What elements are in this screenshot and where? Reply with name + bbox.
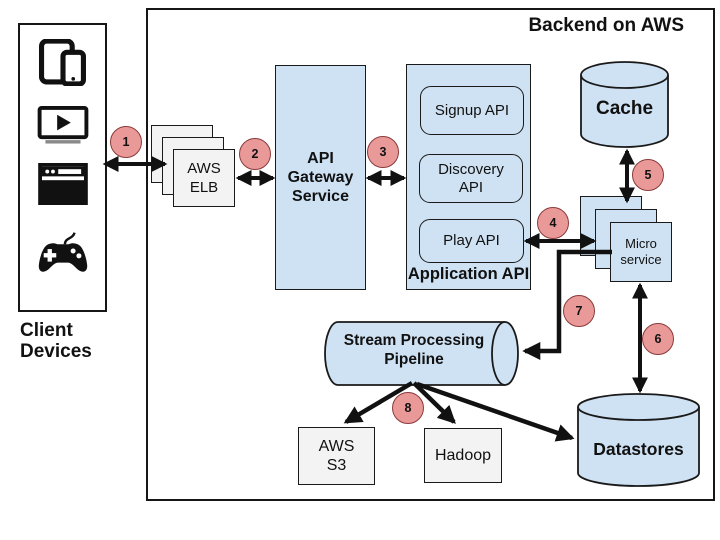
step-badge-6: 6 xyxy=(642,323,674,355)
client-devices-label: Client Devices xyxy=(20,320,92,362)
microservice-node: Micro service xyxy=(610,222,672,282)
step-badge-7: 7 xyxy=(563,295,595,327)
signup-api-node: Signup API xyxy=(420,86,524,135)
pipeline-label: Stream Processing Pipeline xyxy=(343,332,485,368)
datastores-label: Datastores xyxy=(593,439,684,459)
client-devices-box xyxy=(18,23,107,312)
backend-title: Backend on AWS xyxy=(528,15,684,36)
step-badge-3: 3 xyxy=(367,136,399,168)
api-gateway-label: API Gateway Service xyxy=(287,150,354,205)
microservice-label: Micro service xyxy=(620,236,662,267)
elb-label: AWS ELB xyxy=(187,160,221,196)
play-api-node: Play API xyxy=(419,219,524,263)
discovery-api-label: Discovery API xyxy=(438,160,504,196)
browser-window-icon xyxy=(37,163,89,210)
smart-tv-player-icon xyxy=(37,106,89,150)
signup-api-label: Signup API xyxy=(434,101,510,119)
devices-icon xyxy=(38,38,88,91)
step-badge-5: 5 xyxy=(632,159,664,191)
hadoop-label: Hadoop xyxy=(434,447,492,464)
step-badge-2: 2 xyxy=(239,138,271,170)
application-api-group: Signup API Discovery API Play API Applic… xyxy=(406,64,531,290)
cache-label: Cache xyxy=(595,98,654,119)
step-badge-8: 8 xyxy=(392,392,424,424)
discovery-api-node: Discovery API xyxy=(419,154,523,203)
application-api-label: Application API xyxy=(407,265,530,283)
api-gateway-node: API Gateway Service xyxy=(275,65,366,290)
step-badge-1: 1 xyxy=(110,126,142,158)
step-badge-4: 4 xyxy=(537,207,569,239)
game-controller-icon xyxy=(36,227,90,280)
aws-s3-label: AWS S3 xyxy=(318,438,355,474)
hadoop-node: Hadoop xyxy=(424,428,502,483)
aws-s3-node: AWS S3 xyxy=(298,427,375,485)
play-api-label: Play API xyxy=(443,232,500,249)
elb-node: AWS ELB xyxy=(173,149,235,207)
